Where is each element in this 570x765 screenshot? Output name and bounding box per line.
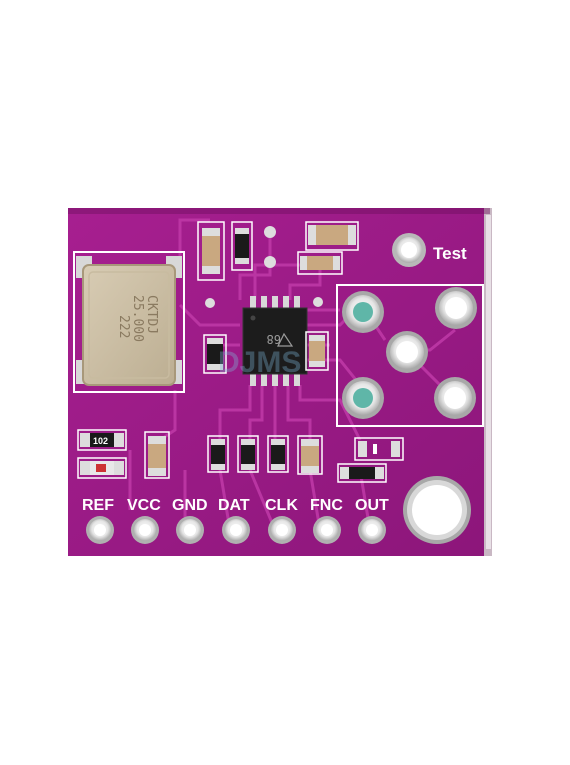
resistor-marking: 102 <box>93 436 108 446</box>
main-ic: 68 <box>242 296 308 386</box>
resistor-r1 <box>231 221 253 271</box>
pin-label-out: OUT <box>355 497 389 514</box>
crystal-marking-3: 222 <box>116 315 131 338</box>
pin-labels: REF VCC GND DAT CLK FNC OUT <box>82 497 389 514</box>
sensor-pad-top-right <box>435 287 477 329</box>
smd-components-top <box>197 221 359 308</box>
resistor-r3: 102 <box>77 429 127 451</box>
test-pad <box>392 233 426 267</box>
via-pads <box>205 226 323 308</box>
crystal-oscillator: CKTDJ 25.000 222 <box>73 251 185 393</box>
test-label: Test <box>433 244 467 263</box>
resistor-r2 <box>203 334 227 374</box>
resistor-r5 <box>237 435 259 473</box>
capacitor-c1 <box>197 221 225 281</box>
sensor-pad-bottom-right <box>434 377 476 419</box>
led <box>77 457 127 479</box>
sensor-pad-top-left <box>342 291 384 333</box>
pin-label-clk: CLK <box>265 497 298 514</box>
pin-label-gnd: GND <box>172 497 208 514</box>
mounting-hole <box>403 476 471 544</box>
resistor-r7 <box>337 463 387 483</box>
sensor-pad-center <box>386 331 428 373</box>
watermark: DJMS <box>218 346 301 379</box>
resistor-r6 <box>267 435 289 473</box>
sensor-footprint <box>336 284 484 427</box>
pin-pad-vcc <box>131 516 159 544</box>
pin-label-vcc: VCC <box>127 497 161 514</box>
resistor-r4 <box>207 435 229 473</box>
crystal-marking-1: CKTDJ <box>144 295 159 334</box>
board-edge-notches <box>486 215 491 549</box>
capacitor-c4 <box>305 331 329 371</box>
capacitor-c3 <box>297 251 343 275</box>
pin-pad-dat <box>222 516 250 544</box>
crystal-marking-2: 25.000 <box>130 295 145 342</box>
diode-d1 <box>354 437 404 461</box>
ic-marking: 68 <box>267 332 281 346</box>
pin-label-fnc: FNC <box>310 497 343 514</box>
sensor-pad-bottom-left <box>342 377 384 419</box>
pin-pad-fnc <box>313 516 341 544</box>
smd-components-left: 102 <box>77 429 170 479</box>
pin-label-ref: REF <box>82 497 114 514</box>
pin-pad-gnd <box>176 516 204 544</box>
pin-pad-clk <box>268 516 296 544</box>
capacitor-c6 <box>297 435 323 475</box>
ic-pins-bottom <box>250 372 300 386</box>
capacitor-c2 <box>305 221 359 251</box>
pin-label-dat: DAT <box>218 497 250 514</box>
header-pins <box>86 516 386 544</box>
capacitor-c5 <box>144 431 170 479</box>
pin-pad-ref <box>86 516 114 544</box>
smd-components-middle <box>203 331 329 374</box>
smd-components-bottom <box>207 435 404 483</box>
ic-logo-icon <box>277 332 294 347</box>
ic-pins-top <box>250 296 300 310</box>
pin-pad-out <box>358 516 386 544</box>
